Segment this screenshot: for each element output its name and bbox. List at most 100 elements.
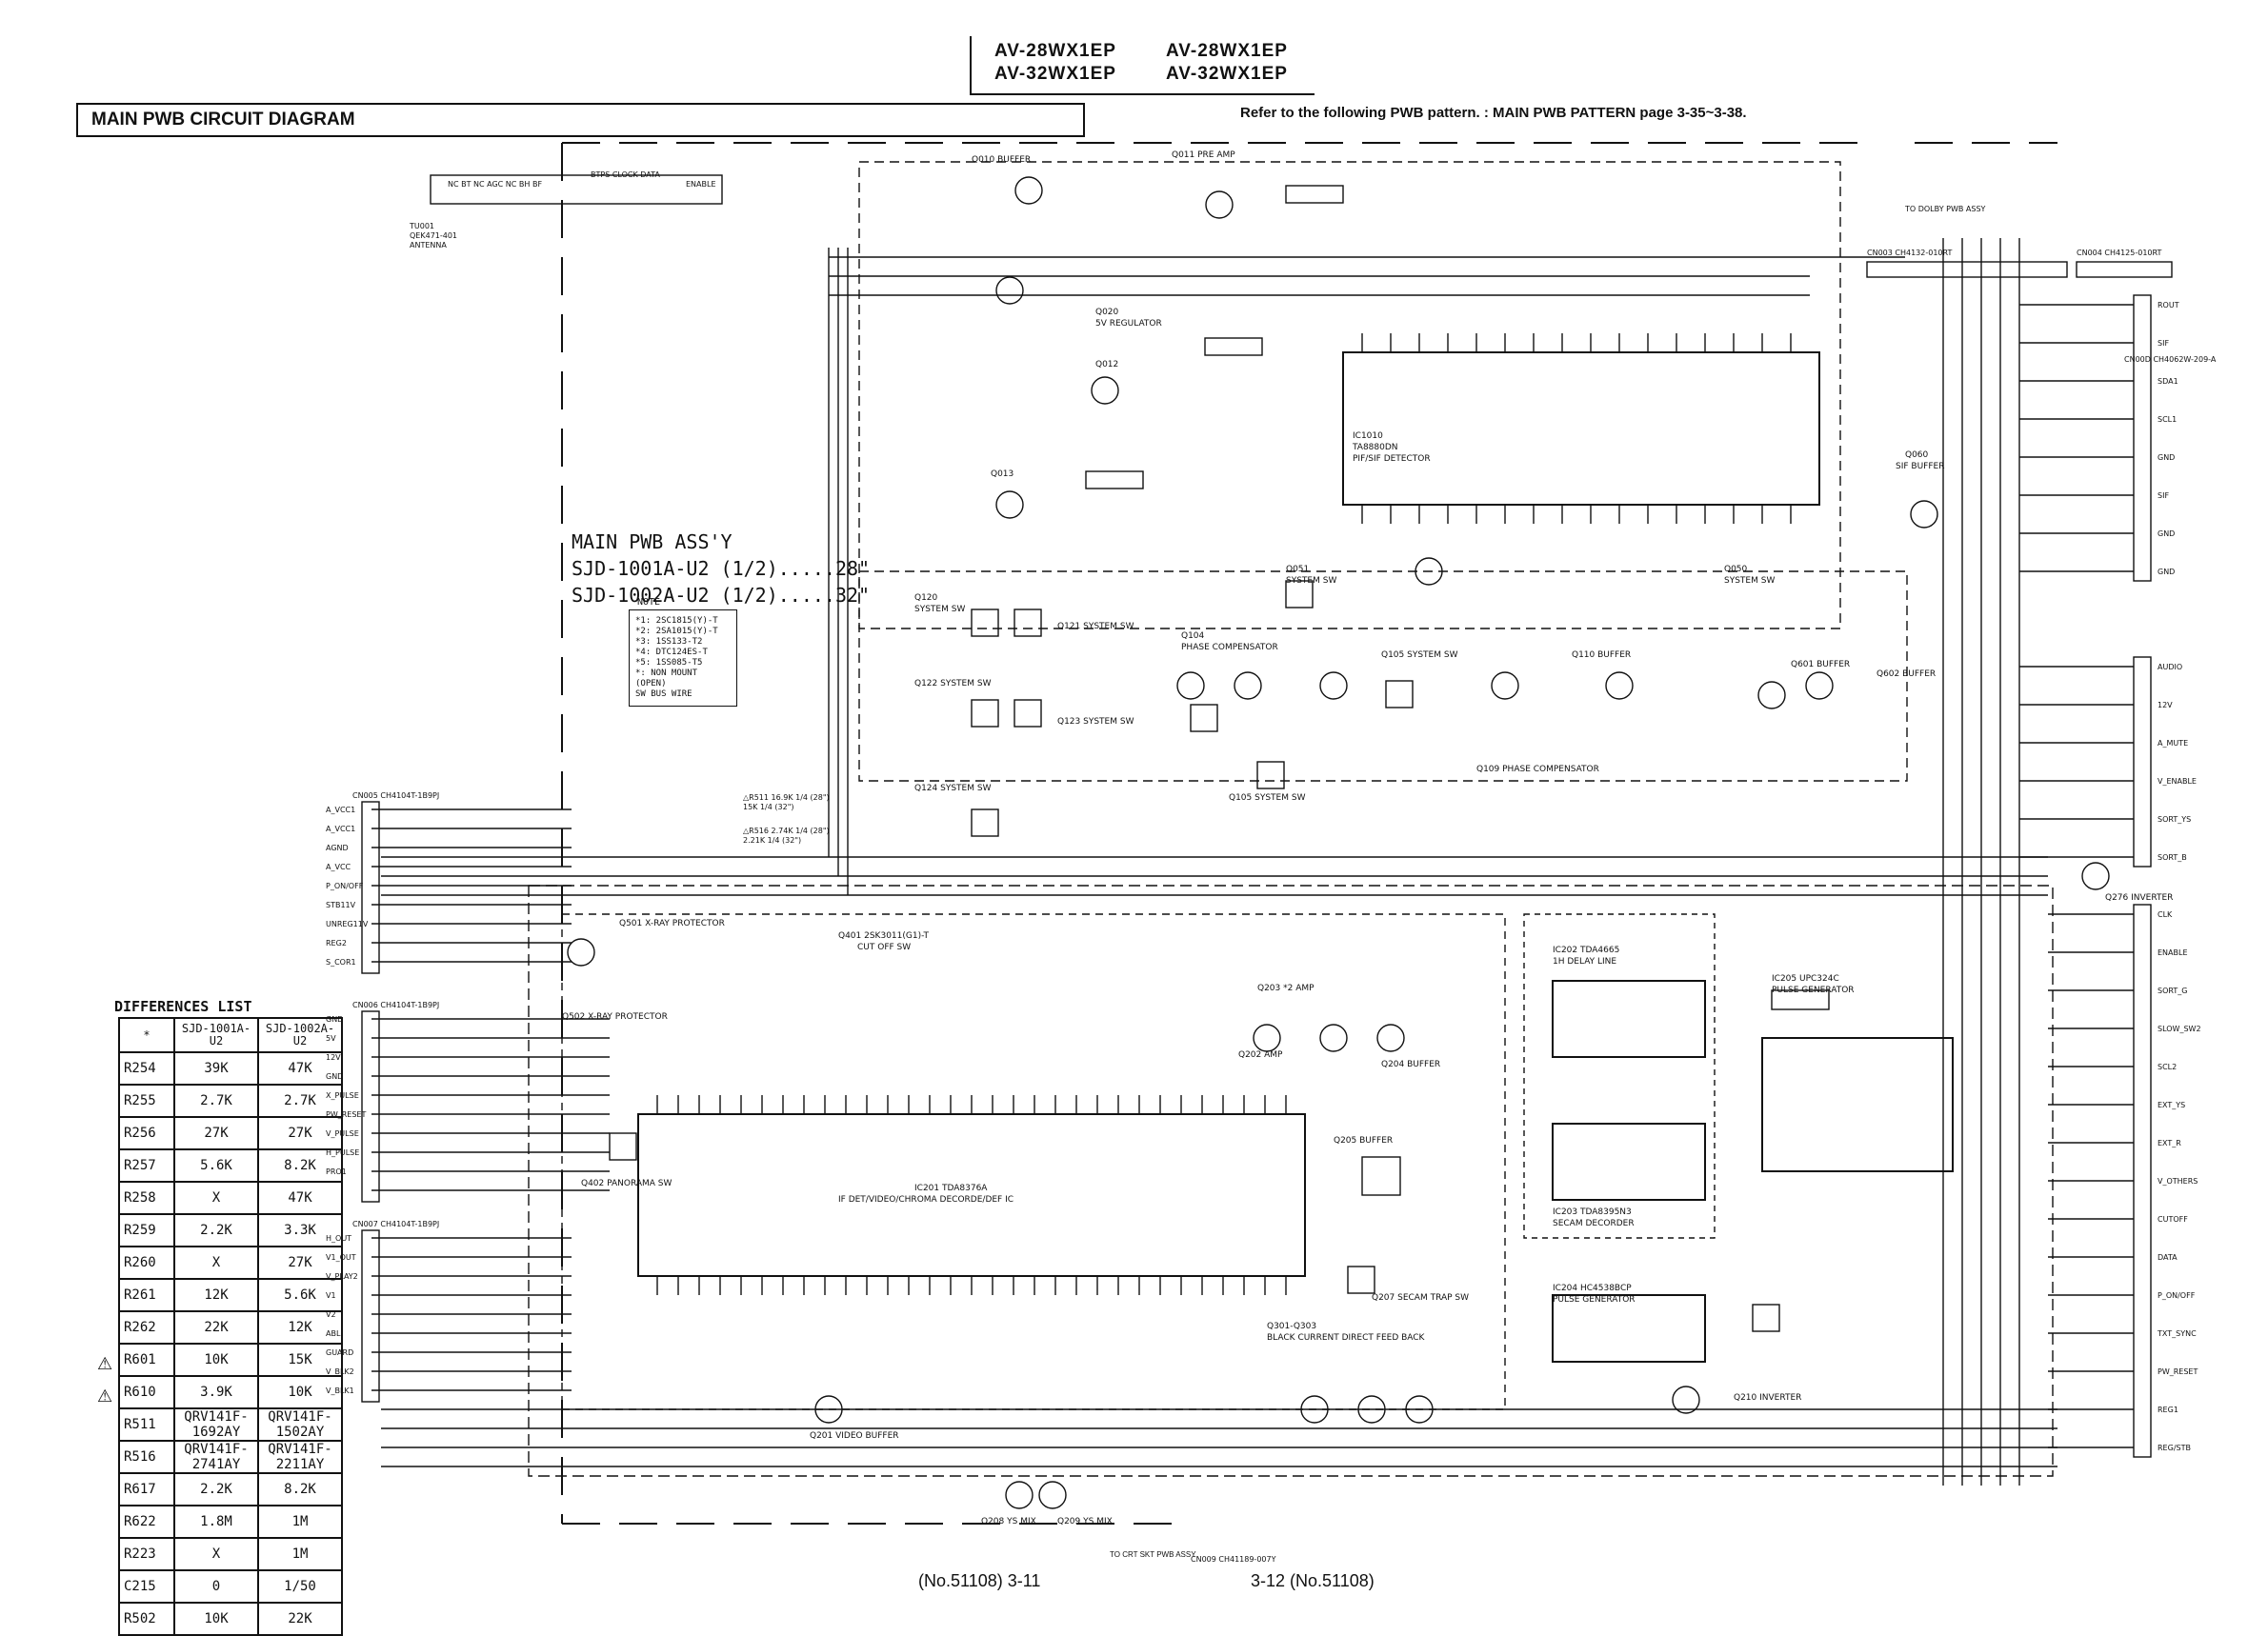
svg-text:CN007 CH4104T-1B9PJ: CN007 CH4104T-1B9PJ [352,1220,439,1228]
svg-text:A_VCC: A_VCC [326,863,351,871]
note-line-1: *1: 2SC1815(Y)-T [635,616,718,626]
ic-labels: IC1010 TA8880DN PIF/SIF DETECTOR IC201 T… [838,431,1855,1305]
differences-ref: R259 [118,1213,175,1247]
crt-connector-label: TO CRT SKT PWB ASSY [1110,1550,1196,1559]
svg-text:△R516 2.74K 1/4 (28"): △R516 2.74K 1/4 (28") [743,827,830,835]
svg-text:QEK471-401: QEK471-401 [410,231,457,240]
differences-ref: R601 [118,1343,175,1377]
svg-text:Q011 PRE AMP: Q011 PRE AMP [1172,150,1235,160]
svg-text:1H DELAY LINE: 1H DELAY LINE [1553,957,1616,967]
svg-text:SYSTEM SW: SYSTEM SW [914,605,965,614]
differences-value-28: 3.9K [173,1375,259,1409]
svg-text:ENABLE: ENABLE [686,180,716,189]
svg-text:15K 1/4 (32"): 15K 1/4 (32") [743,803,794,811]
digital-transistor-boxes [609,580,1780,1332]
differences-value-32: 1/50 [257,1569,343,1604]
model-right: AV-28WX1EP AV-32WX1EP [1143,36,1315,93]
ic1010-pins [1361,333,1792,524]
svg-text:TA8880DN: TA8880DN [1352,443,1398,452]
differences-ref: R610 [118,1375,175,1409]
svg-text:Q105 SYSTEM SW: Q105 SYSTEM SW [1229,793,1306,803]
transistor-symbols [567,176,2110,1509]
svg-text:PW_RESET: PW_RESET [326,1110,366,1119]
left-connector-lines [371,808,572,963]
svg-text:CN006 CH4104T-1B9PJ: CN006 CH4104T-1B9PJ [352,1001,439,1009]
delay-line-box [1523,913,1716,1239]
differences-value-28: QRV141F-2741AY [173,1440,259,1474]
bus-left-vert [828,248,849,895]
differences-value-32: 15K [257,1343,343,1377]
differences-value-28: X [173,1181,259,1215]
ic205-body [1761,1037,1954,1172]
svg-text:STB11V: STB11V [326,901,356,909]
svg-text:Q109 PHASE COMPENSATOR: Q109 PHASE COMPENSATOR [1476,765,1599,774]
svg-text:P_ON/OFF: P_ON/OFF [2158,1291,2196,1300]
differences-header-ref: * [118,1017,175,1053]
board-outline [561,142,2057,1525]
bus-mid [381,856,2048,896]
right-connector-lines-2 [2019,666,2134,858]
differences-value-28: 2.7K [173,1084,259,1118]
differences-value-28: 39K [173,1051,259,1086]
differences-value-28: 2.2K [173,1213,259,1247]
svg-text:SCL2: SCL2 [2158,1063,2177,1071]
svg-text:TO DOLBY PWB ASSY: TO DOLBY PWB ASSY [1904,205,1986,213]
svg-text:BLACK CURRENT DIRECT FEED BACK: BLACK CURRENT DIRECT FEED BACK [1267,1333,1426,1343]
model-right-1: AV-28WX1EP [1166,41,1288,61]
differences-value-32: 3.3K [257,1213,343,1247]
svg-text:PIF/SIF DETECTOR: PIF/SIF DETECTOR [1353,454,1431,464]
bus-lower [381,1408,2057,1467]
svg-text:Q207 SECAM TRAP SW: Q207 SECAM TRAP SW [1372,1293,1469,1303]
svg-text:2.21K 1/4 (32"): 2.21K 1/4 (32") [743,836,801,845]
ic1010-body [1342,351,1820,506]
cn006-block [361,1010,380,1203]
svg-text:Q202 AMP: Q202 AMP [1238,1050,1283,1060]
svg-text:IC202 TDA4665: IC202 TDA4665 [1553,946,1619,955]
svg-text:V_ENABLE: V_ENABLE [2158,777,2197,786]
differences-value-32: 5.6K [257,1278,343,1312]
svg-text:Q209 YS MIX: Q209 YS MIX [1057,1517,1113,1526]
differences-value-28: 22K [173,1310,259,1345]
svg-text:V_OTHERS: V_OTHERS [2158,1177,2198,1186]
assembly-title: MAIN PWB ASS'Y [572,530,733,553]
sf010-filter [1285,185,1344,204]
svg-text:PHASE COMPENSATOR: PHASE COMPENSATOR [1181,643,1278,652]
note-line-7: (OPEN) [635,679,667,688]
differences-ref: R516 [118,1440,175,1474]
connector-labels: CN003 CH4132-010RT CN004 CH4125-010RT TO… [352,205,2217,1564]
differences-value-32: 22K [257,1602,343,1636]
svg-text:Q104: Q104 [1181,631,1205,641]
note-line-3: *3: 1SS133-T2 [635,637,703,647]
assembly-info: MAIN PWB ASS'Y SJD-1001A-U2 (1/2).....28… [572,529,870,609]
differences-ref: R223 [118,1537,175,1571]
svg-text:△R511 16.9K 1/4 (28"): △R511 16.9K 1/4 (28") [743,793,830,802]
differences-value-28: 2.2K [173,1472,259,1506]
page-number-left: (No.51108) 3-11 [918,1571,1041,1590]
note-box: NOTE *1: 2SC1815(Y)-T *2: 2SA1015(Y)-T *… [629,597,737,707]
svg-text:X_PULSE: X_PULSE [326,1091,359,1100]
differences-ref: R256 [118,1116,175,1150]
svg-text:DATA: DATA [2158,1253,2178,1262]
assembly-32: SJD-1002A-U2 (1/2).....32" [572,584,871,607]
svg-text:Q124 SYSTEM SW: Q124 SYSTEM SW [914,784,992,793]
page-number-right: 3-12 (No.51108) [1251,1571,1375,1590]
svg-text:SORT_G: SORT_G [2158,987,2187,995]
differences-value-32: 1M [257,1505,343,1539]
svg-text:H_PULSE: H_PULSE [326,1148,359,1157]
svg-text:REG/STB: REG/STB [2158,1444,2191,1452]
differences-ref: R254 [118,1051,175,1086]
svg-text:PW_RESET: PW_RESET [2158,1367,2198,1376]
if-section-box [858,161,1841,629]
differences-header-row: * SJD-1001A-U2 SJD-1002A-U2 [118,1017,343,1053]
svg-text:5V REGULATOR: 5V REGULATOR [1095,319,1162,329]
